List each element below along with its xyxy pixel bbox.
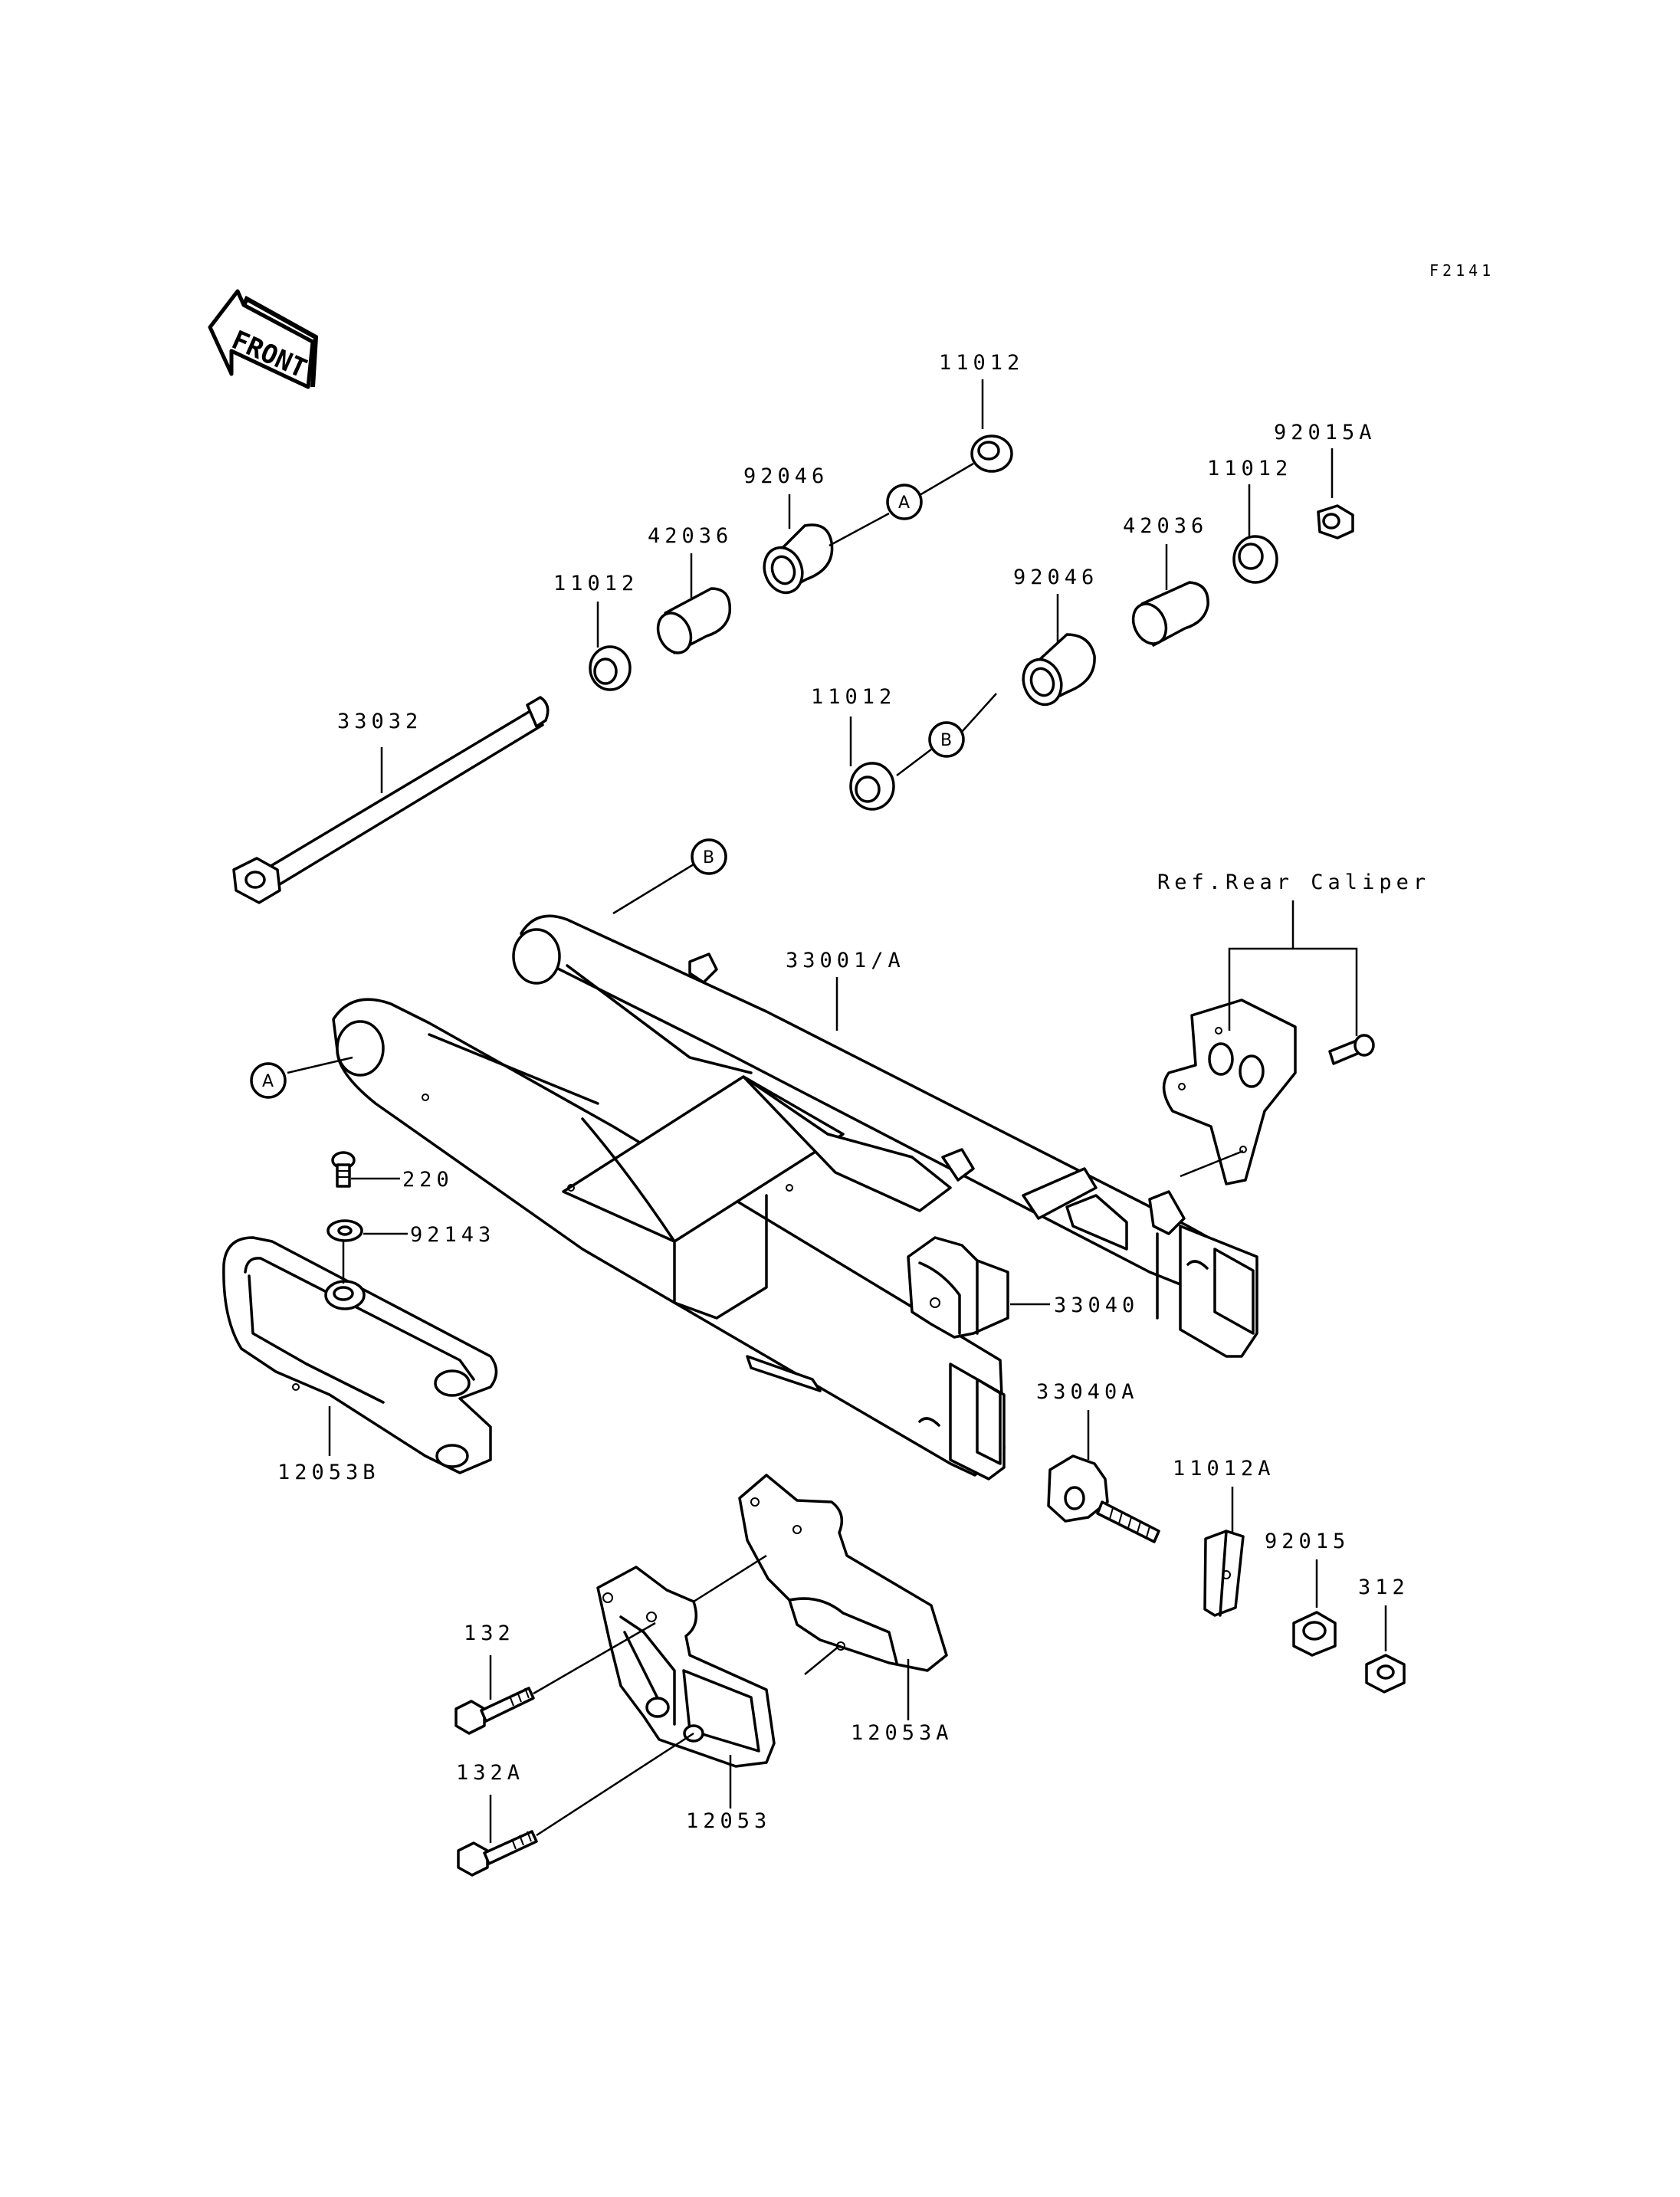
- marker-b-mid: [928, 721, 965, 758]
- sleeve-42036-left: [656, 587, 732, 654]
- chain-slipper-12053B: [222, 1236, 498, 1474]
- marker-a-left-text: A: [262, 1072, 274, 1091]
- label-12053A: 12053A: [851, 1721, 953, 1745]
- swingarm-axle-33032: [232, 696, 550, 904]
- marker-b-top-text: B: [703, 848, 714, 867]
- caliper-bolt: [1328, 1034, 1375, 1065]
- label-11012-lower: 11012: [811, 685, 896, 709]
- bearing-92046-left: [763, 523, 834, 595]
- chain-guide-12053A: [738, 1474, 948, 1672]
- label-11012A: 11012A: [1173, 1457, 1275, 1481]
- nut-312: [1365, 1654, 1406, 1694]
- label-92046-right: 92046: [1013, 566, 1098, 589]
- label-42036-right: 42036: [1123, 514, 1208, 538]
- bearing-92046-right: [1022, 633, 1096, 707]
- nut-92015: [1292, 1611, 1337, 1657]
- collar-11012-left: [589, 645, 632, 691]
- collar-11012-top: [970, 434, 1013, 473]
- caliper-bracket: [1162, 998, 1297, 1185]
- chain-guide-12053: [596, 1566, 776, 1768]
- label-92143: 92143: [410, 1223, 495, 1247]
- label-42036-left: 42036: [648, 524, 733, 548]
- label-132: 132: [464, 1622, 515, 1645]
- adjuster-33040A: [1047, 1454, 1160, 1543]
- label-12053B: 12053B: [277, 1461, 380, 1484]
- marker-b-top: [691, 838, 727, 875]
- plate-11012A: [1203, 1530, 1245, 1617]
- bolt-132: [454, 1687, 535, 1735]
- marker-a-top-text: A: [898, 494, 910, 513]
- bolt-220: [331, 1151, 356, 1188]
- sleeve-42036-right: [1131, 581, 1209, 647]
- label-92015: 92015: [1265, 1530, 1350, 1553]
- label-12053: 12053: [686, 1809, 771, 1833]
- label-11012-left: 11012: [553, 572, 638, 595]
- label-11012-right: 11012: [1207, 457, 1292, 480]
- marker-a-left: [250, 1062, 287, 1099]
- label-312: 312: [1358, 1576, 1409, 1599]
- marker-b-mid-text: B: [940, 731, 952, 750]
- label-33040: 33040: [1054, 1294, 1139, 1317]
- label-ref-rear-caliper: Ref.Rear Caliper: [1157, 871, 1430, 894]
- washer-92143: [326, 1219, 363, 1242]
- label-33040A: 33040A: [1036, 1380, 1139, 1404]
- label-33032: 33032: [337, 710, 422, 733]
- marker-a-top: [886, 484, 923, 520]
- figure-code: F2141: [1429, 261, 1495, 280]
- label-11012-top: 11012: [939, 351, 1024, 375]
- adjuster-block-33040: [907, 1236, 1009, 1339]
- bolt-132A: [457, 1830, 538, 1877]
- front-arrow-icon: FRONT: [208, 289, 319, 389]
- collar-11012-lower: [849, 762, 895, 811]
- label-33001A: 33001/A: [786, 949, 905, 972]
- label-92046-left: 92046: [743, 464, 829, 488]
- label-220: 220: [402, 1168, 454, 1192]
- swingarm-33001A: [332, 914, 1258, 1481]
- nut-92015A: [1317, 504, 1354, 539]
- label-132A: 132A: [456, 1761, 524, 1785]
- collar-11012-right: [1232, 535, 1278, 584]
- label-92015A: 92015A: [1274, 421, 1376, 444]
